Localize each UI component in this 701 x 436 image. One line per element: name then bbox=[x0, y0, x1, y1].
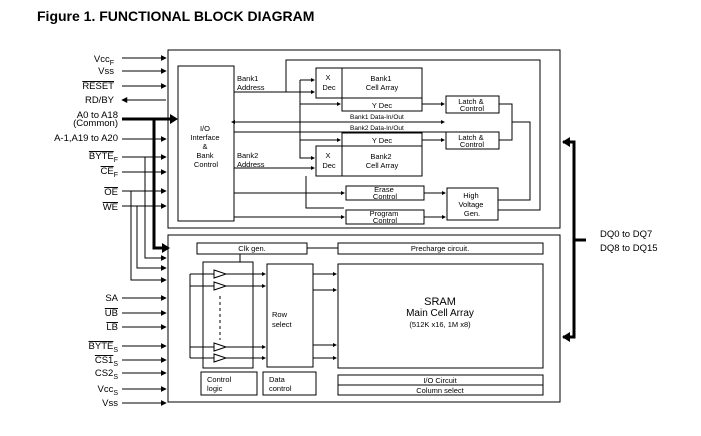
bank1-cell-array-label: Bank1 Cell Array bbox=[366, 74, 399, 92]
data-control-box bbox=[262, 371, 317, 396]
row-select-label: Row select bbox=[272, 310, 293, 329]
flash-internal-wiring bbox=[231, 59, 541, 219]
a-1-a19-a20-label: A-1,A19 to A20 bbox=[54, 133, 118, 144]
sram-main-cell-array-box bbox=[337, 263, 544, 369]
data-control-label: Data control bbox=[269, 375, 292, 393]
dq-output-bus bbox=[562, 137, 586, 342]
figure-title: Figure 1. FUNCTIONAL BLOCK DIAGRAM bbox=[37, 8, 314, 24]
we-label: WE bbox=[103, 202, 118, 213]
erase-control-label: Erase Control bbox=[373, 185, 398, 201]
io-circuit-label: I/O Circuit bbox=[423, 376, 457, 385]
a0-a18-label: A0 to A18 bbox=[77, 110, 118, 121]
bank2-cell-array-label: Bank2 Cell Array bbox=[366, 152, 399, 170]
flash-input-arrows bbox=[121, 55, 178, 283]
lb-label: LB bbox=[106, 322, 118, 333]
row-select-box bbox=[266, 263, 314, 368]
control-logic-box bbox=[200, 371, 258, 396]
latch-control-2-label: Latch & Control bbox=[458, 133, 486, 149]
x-dec-bank2-label: X Dec bbox=[322, 151, 336, 170]
bank2-cell-array-box bbox=[341, 145, 423, 177]
vss-flash-label: Vss bbox=[98, 66, 114, 77]
dq0-dq7-label: DQ0 to DQ7 bbox=[600, 229, 652, 240]
sram-title: SRAM bbox=[424, 296, 456, 308]
y-dec-bank2-label: Y Dec bbox=[372, 136, 393, 145]
sram-main-cell-array-label: Main Cell Array bbox=[406, 308, 474, 319]
x-dec-bank2-box bbox=[315, 145, 343, 177]
bytef-label: BYTEF bbox=[89, 151, 118, 164]
ub-label: UB bbox=[105, 308, 118, 319]
sram-buffer-wiring bbox=[189, 247, 338, 363]
column-select-label: Column select bbox=[416, 386, 464, 395]
precharge-label: Precharge circuit. bbox=[411, 244, 469, 253]
latch-control-1-label: Latch & Control bbox=[458, 97, 486, 113]
high-voltage-gen-box bbox=[446, 187, 499, 221]
bank1-data-label: Bank1 Data-In/Out bbox=[350, 114, 404, 121]
sa-label: SA bbox=[105, 293, 118, 304]
x-dec-bank1-box bbox=[315, 67, 343, 99]
clk-gen-label: Clk gen. bbox=[238, 244, 266, 253]
vccf-label: VccF bbox=[94, 54, 114, 67]
vccs-label: VccS bbox=[97, 384, 118, 397]
bank1-cell-array-box bbox=[341, 67, 423, 99]
sram-input-arrows bbox=[122, 295, 167, 406]
cs2s-label: CS2S bbox=[95, 368, 118, 381]
reset-label: RESET bbox=[82, 81, 114, 92]
x-dec-bank1-label: X Dec bbox=[322, 73, 336, 92]
bank1-address-label: Bank1 Address bbox=[237, 74, 265, 92]
high-voltage-gen-label: High Voltage Gen. bbox=[458, 191, 485, 218]
cef-label: CEF bbox=[101, 166, 118, 179]
control-logic-label: Control logic bbox=[207, 375, 233, 393]
dq8-dq15-label: DQ8 to DQ15 bbox=[600, 243, 658, 254]
oe-label: OE bbox=[104, 187, 118, 198]
rdby-label: RD/BY bbox=[85, 95, 115, 106]
program-control-label: Program Control bbox=[370, 209, 401, 225]
address-buffer-box bbox=[202, 261, 254, 369]
bank2-address-label: Bank2 Address bbox=[237, 151, 265, 169]
column-select-box bbox=[337, 384, 544, 396]
bank2-data-label: Bank2 Data-In/Out bbox=[350, 125, 404, 132]
sram-capacity-label: (512K x16, 1M x8) bbox=[409, 320, 471, 329]
bytes-label: BYTES bbox=[89, 341, 119, 354]
io-interface-box bbox=[177, 65, 235, 222]
vss-sram-label: Vss bbox=[102, 398, 118, 409]
common-label: (Common) bbox=[73, 118, 118, 129]
io-interface-label: I/O Interface & Bank Control bbox=[190, 124, 221, 169]
cs1s-label: CS1S bbox=[95, 355, 118, 368]
y-dec-bank1-label: Y Dec bbox=[372, 101, 393, 110]
